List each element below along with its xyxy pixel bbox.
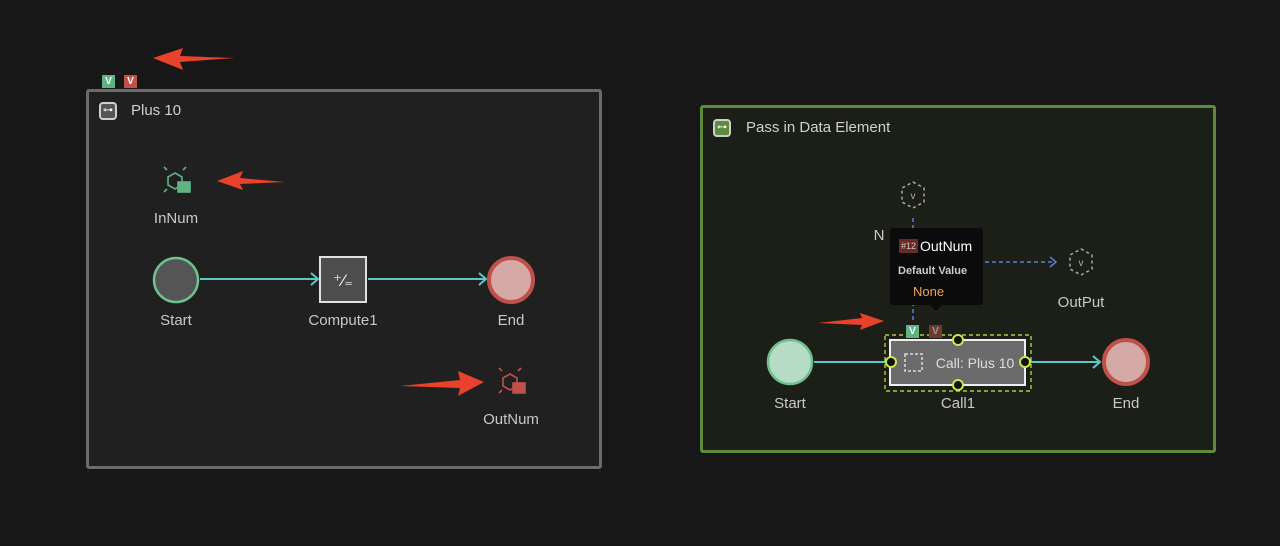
end-label-right: End [1112,395,1140,412]
port-right [1019,356,1031,368]
tooltip: #12 OutNum Default Value None [890,228,983,311]
end-node [487,256,535,304]
variable-glyph-icon: v [911,191,916,202]
output-port-badge[interactable]: V [929,325,942,338]
output-var-label-right: OutPut [1057,294,1105,311]
edge-arrowhead [478,272,488,286]
tooltip-field-value: None [913,284,945,299]
output-variable-icon-right [1069,248,1093,276]
hidden-var-label: N [873,227,885,244]
annotation-arrow [153,48,234,70]
panel-title-right: Pass in Data Element [746,119,891,136]
input-variable-icon [163,166,191,193]
port-left [885,356,897,368]
end-node-right [1102,338,1150,386]
compute-node [319,256,367,303]
input-port-badge[interactable]: V [906,325,919,338]
data-edge-arrowhead [1049,256,1058,268]
input-badge: V [102,75,115,88]
output-var-label: OutNum [483,411,539,428]
start-node-right [766,338,814,386]
call-node-text[interactable]: Call: Plus 10 [935,355,1015,371]
start-label: Start [160,312,192,329]
call-label: Call1 [940,395,976,412]
port-bottom [952,379,964,391]
variable-glyph-icon: v [1079,258,1084,269]
tooltip-pointer [930,305,942,317]
process-icon: ⊶ [713,119,731,137]
subprocess-icon: ⊶ [99,102,117,120]
tooltip-field-label: Default Value [898,265,968,277]
type-badge: #12 [899,239,919,253]
panel-title: Plus 10 [131,102,182,119]
compute-icon: ⁺⁄₌ [333,271,353,290]
input-var-label: InNum [153,210,199,227]
port-top [952,334,964,346]
output-badge: V [124,75,137,88]
tooltip-title: OutNum [920,238,973,254]
annotation-arrow [400,371,484,396]
hidden-variable-icon [901,181,925,209]
start-node [152,256,200,304]
annotation-arrow [818,313,884,330]
annotation-arrow [217,171,285,190]
call-subprocess-icon [904,353,923,372]
output-variable-icon [498,367,526,394]
edge-arrowhead [1092,355,1102,369]
start-label-right: Start [774,395,806,412]
edge-arrowhead [310,272,320,286]
end-label: End [497,312,525,329]
compute-label: Compute1 [308,312,378,329]
